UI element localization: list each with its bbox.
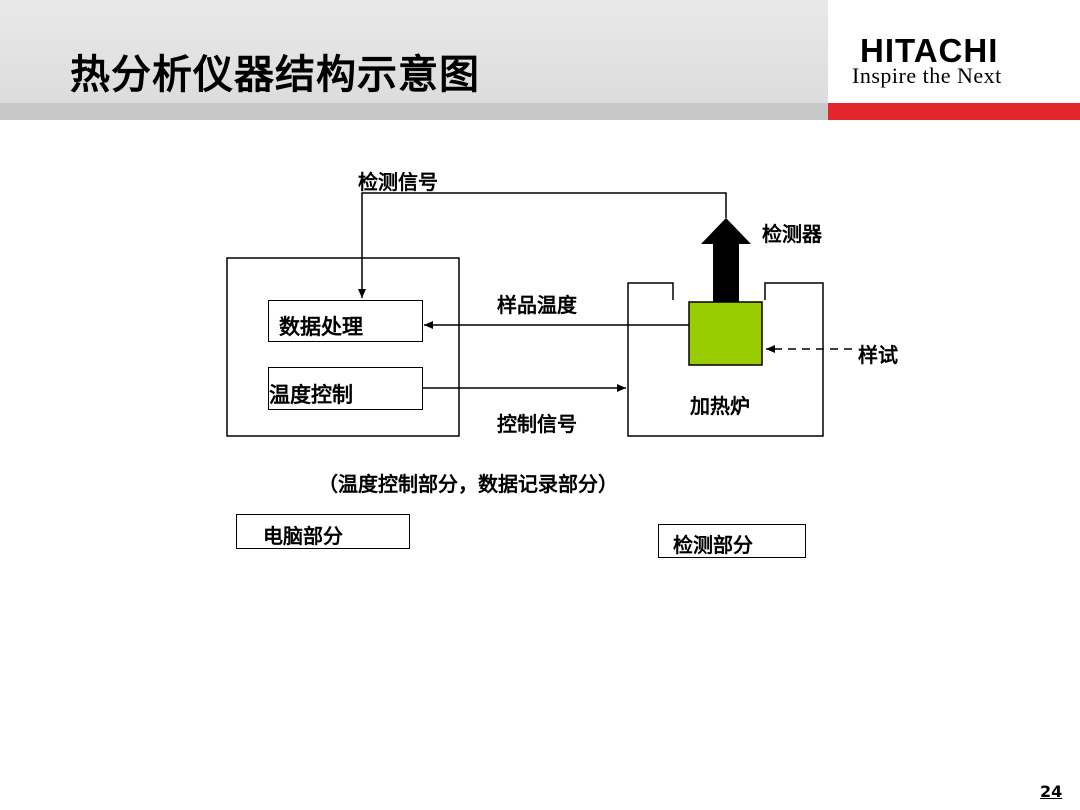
header-stripe <box>0 103 828 120</box>
detection-section-label: 检测部分 <box>673 533 753 557</box>
temperature-control-box: 温度控制 <box>268 367 423 410</box>
computer-box <box>226 257 460 437</box>
logo-area <box>828 0 1080 105</box>
data-processing-box: 数据处理 <box>268 300 423 342</box>
computer-section-label-box: 电脑部分 <box>236 514 410 549</box>
hitachi-logo: HITACHI <box>860 32 999 69</box>
furnace-label: 加热炉 <box>690 394 750 418</box>
detection-signal-line <box>358 192 727 298</box>
sample-block <box>688 301 763 366</box>
page-number: 24 <box>1040 782 1063 801</box>
detection-section-label-box: 检测部分 <box>658 524 806 558</box>
computer-caption: （温度控制部分，数据记录部分） <box>318 472 618 496</box>
sample-label: 样试 <box>858 343 898 367</box>
header-bar <box>0 0 828 105</box>
computer-section-label: 电脑部分 <box>263 524 343 548</box>
control-signal-label: 控制信号 <box>497 412 577 436</box>
detector-arrow <box>701 218 751 302</box>
furnace-outline <box>627 282 824 437</box>
page-title: 热分析仪器结构示意图 <box>70 52 480 98</box>
temperature-control-label: 温度控制 <box>269 383 353 407</box>
detection-signal-label: 检测信号 <box>358 170 438 194</box>
hitachi-tagline: Inspire the Next <box>852 63 1002 88</box>
detector-label: 检测器 <box>762 222 822 246</box>
data-processing-label: 数据处理 <box>279 315 363 339</box>
sample-temperature-label: 样品温度 <box>497 293 577 317</box>
brand-red-stripe <box>828 103 1080 120</box>
